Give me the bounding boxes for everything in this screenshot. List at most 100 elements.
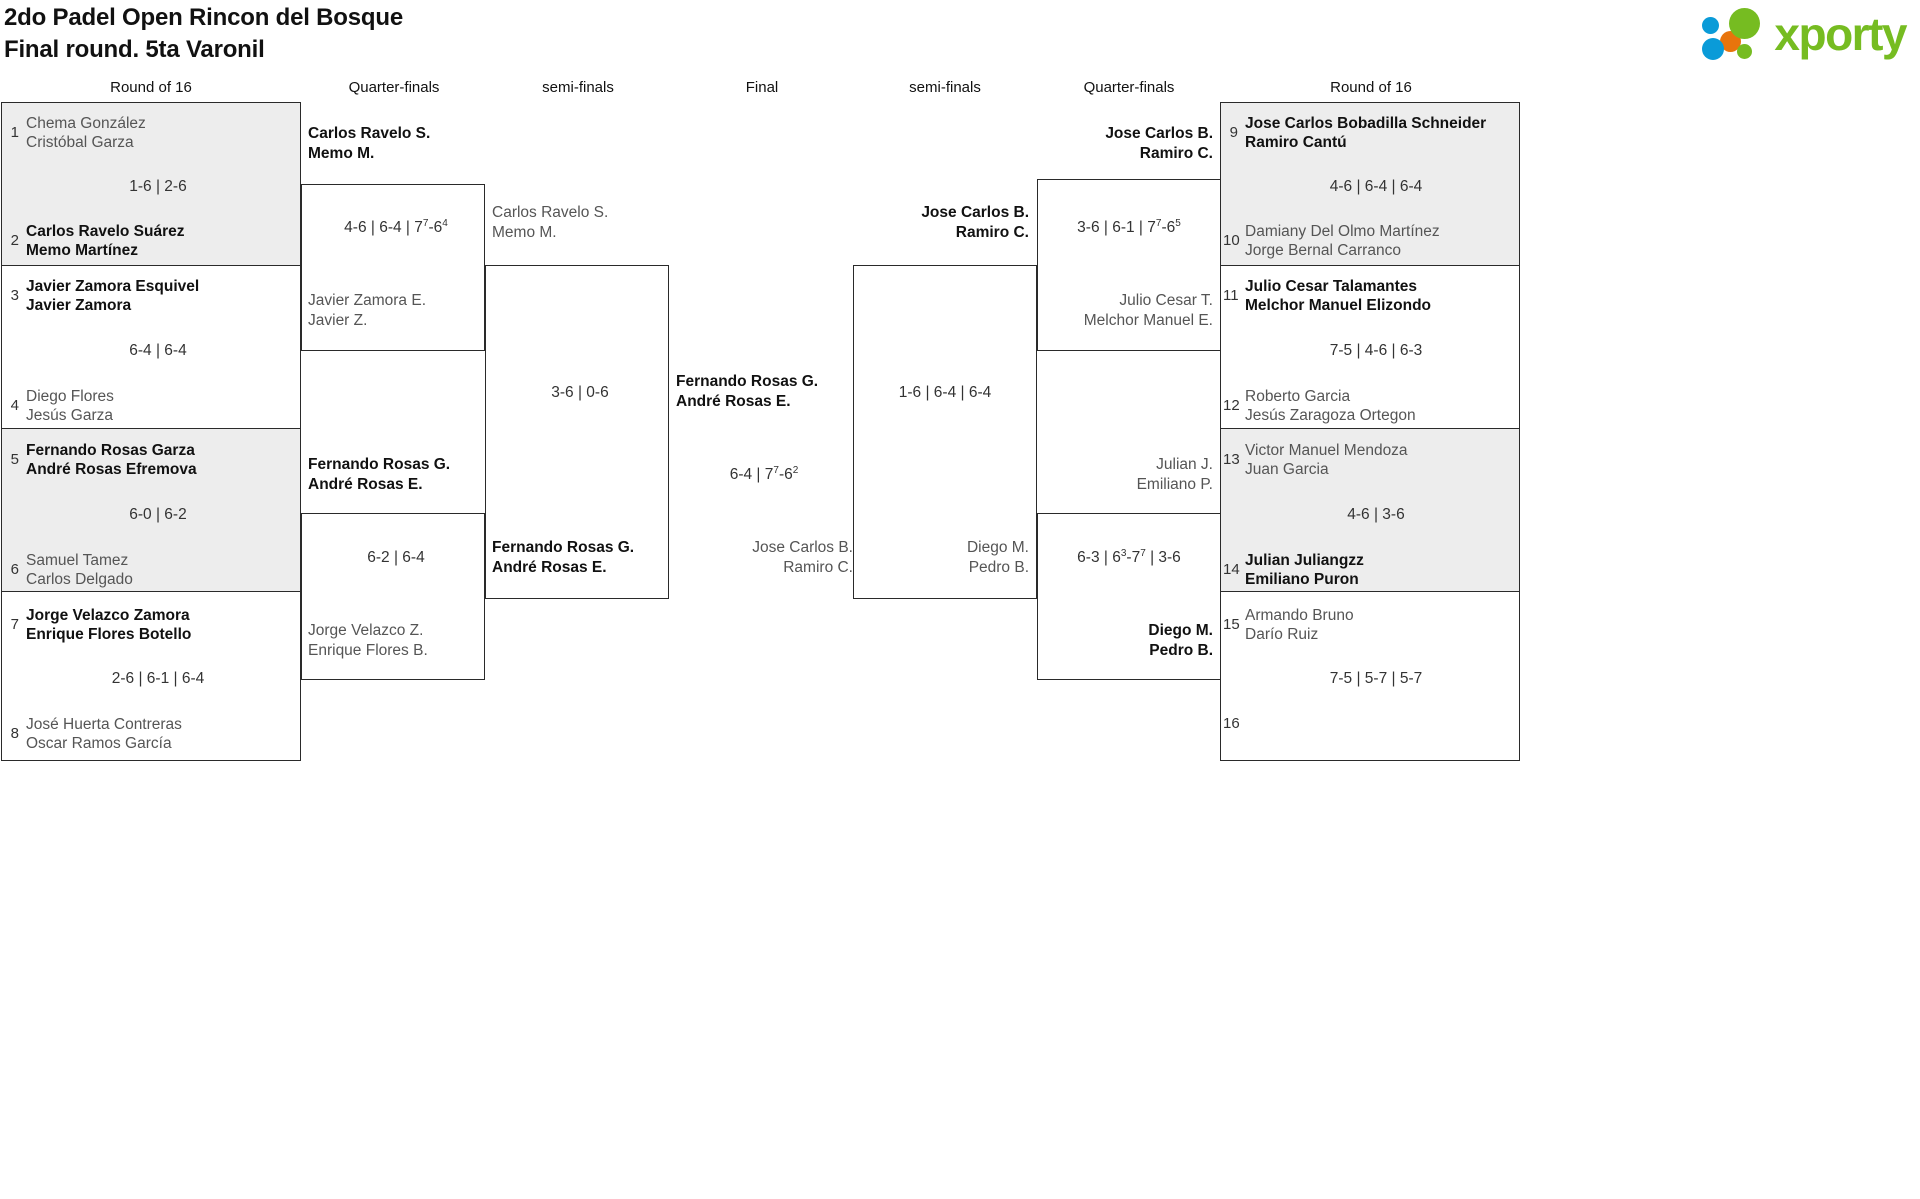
- player-name: Jorge Bernal Carranco: [1245, 242, 1401, 259]
- round-header-qf-left: Quarter-finals: [348, 79, 440, 96]
- player-name: Fernando Rosas Garza: [26, 442, 195, 459]
- seed-number: 11: [1223, 287, 1239, 304]
- qf-entry-right-2a[interactable]: Julian J. Emiliano P.: [1037, 455, 1213, 495]
- player-name: Jose Carlos B.: [752, 539, 853, 556]
- qf-entry-right-1b[interactable]: Julio Cesar T. Melchor Manuel E.: [1037, 291, 1213, 331]
- round-header-sf-right: semi-finals: [909, 79, 981, 96]
- player-name: Julio Cesar Talamantes: [1245, 278, 1418, 295]
- seed-number: 14: [1223, 561, 1240, 578]
- player-name: Melchor Manuel E.: [1083, 312, 1213, 329]
- sf-match-box-right[interactable]: [853, 265, 1037, 599]
- player-name: Enrique Flores Botello: [26, 626, 192, 643]
- sf-entry-left-b[interactable]: Fernando Rosas G. André Rosas E.: [492, 538, 634, 578]
- player-slot-16[interactable]: 16: [1223, 715, 1519, 733]
- player-name: Javier Zamora E.: [308, 292, 427, 309]
- player-name: André Rosas E.: [308, 476, 423, 493]
- sf-entry-left-a[interactable]: Carlos Ravelo S. Memo M.: [492, 203, 608, 243]
- qf-entry-left-2a[interactable]: Fernando Rosas G. André Rosas E.: [308, 455, 450, 495]
- player-name: Julian Juliangzz: [1245, 552, 1364, 569]
- match-score-final: 6-4 | 77-62: [669, 464, 859, 484]
- r16-match-box-2[interactable]: [1, 265, 301, 429]
- final-entry-runnerup[interactable]: Jose Carlos B. Ramiro C.: [669, 538, 853, 578]
- player-name: Memo M.: [308, 145, 375, 162]
- player-name: Memo Martínez: [26, 242, 138, 259]
- seed-number: 15: [1223, 616, 1240, 633]
- score-tiebreak: 4: [442, 217, 448, 229]
- qf-entry-right-2b[interactable]: Diego M. Pedro B.: [1037, 621, 1213, 661]
- seed-number: 6: [10, 561, 19, 578]
- player-name: Darío Ruiz: [1245, 626, 1319, 643]
- sf-entry-right-a[interactable]: Jose Carlos B. Ramiro C.: [853, 203, 1029, 243]
- qf-entry-right-1a[interactable]: Jose Carlos B. Ramiro C.: [1037, 124, 1213, 164]
- seed-number: 2: [10, 232, 19, 249]
- r16-match-box-5[interactable]: [1220, 102, 1520, 266]
- score-post: | 3-6: [1145, 549, 1181, 566]
- match-score-sf-right: 1-6 | 6-4 | 6-4: [898, 384, 992, 401]
- sf-match-box-left[interactable]: [485, 265, 669, 599]
- seed-number: 5: [10, 451, 19, 468]
- sf-entry-right-b[interactable]: Diego M. Pedro B.: [853, 538, 1029, 578]
- player-name: Samuel Tamez: [26, 552, 129, 569]
- final-entry-champion[interactable]: Fernando Rosas G. André Rosas E.: [676, 372, 818, 412]
- r16-match-box-4[interactable]: [1, 591, 301, 761]
- score-tiebreak: 2: [792, 464, 799, 476]
- player-name: Emiliano P.: [1136, 476, 1213, 493]
- qf-entry-left-2b[interactable]: Jorge Velazco Z. Enrique Flores B.: [308, 621, 428, 661]
- player-name: Ramiro Cantú: [1245, 134, 1347, 151]
- player-name: Pedro B.: [1149, 642, 1213, 659]
- player-name: Jose Carlos Bobadilla Schneider: [1245, 115, 1487, 132]
- r16-match-box-7[interactable]: [1220, 428, 1520, 592]
- xporty-logo: xporty: [1702, 8, 1907, 60]
- tournament-subtitle: Final round. 5ta Varonil: [4, 36, 265, 63]
- r16-match-box-6[interactable]: [1220, 265, 1520, 429]
- score-mid: -7: [1126, 549, 1141, 566]
- qf-match-box-left-1[interactable]: [301, 184, 485, 351]
- qf-entry-left-1b[interactable]: Javier Zamora E. Javier Z.: [308, 291, 426, 331]
- qf-entry-left-1a[interactable]: Carlos Ravelo S. Memo M.: [308, 124, 430, 164]
- r16-match-box-8[interactable]: [1220, 591, 1520, 761]
- player-name: Ramiro C.: [1139, 145, 1213, 162]
- player-name: Javier Zamora: [26, 297, 132, 314]
- player-name: Fernando Rosas G.: [676, 373, 819, 390]
- score-tiebreak: 7: [773, 464, 779, 476]
- match-score-qf-right-1: 3-6 | 6-1 | 77-65: [1040, 217, 1218, 237]
- player-name: Chema González: [26, 115, 146, 132]
- player-name: Julian J.: [1156, 456, 1213, 473]
- qf-match-box-right-2[interactable]: [1037, 513, 1221, 680]
- player-name: Jose Carlos B.: [921, 204, 1029, 221]
- round-header-qf-right: Quarter-finals: [1083, 79, 1175, 96]
- match-score-r16-5: 4-6 | 6-4 | 6-4: [1329, 178, 1423, 195]
- match-score-r16-6: 7-5 | 4-6 | 6-3: [1329, 342, 1423, 359]
- r16-match-box-1[interactable]: [1, 102, 301, 266]
- player-name: Fernando Rosas G.: [308, 456, 451, 473]
- player-name: Memo M.: [492, 224, 557, 241]
- player-name: Jorge Velazco Zamora: [26, 607, 190, 624]
- player-name: Melchor Manuel Elizondo: [1245, 297, 1432, 314]
- match-score-r16-1: 1-6 | 2-6: [129, 178, 187, 195]
- seed-number: 3: [10, 287, 19, 304]
- score-pre: 4-6 | 6-4 | 7: [344, 219, 423, 236]
- player-name: Carlos Ravelo S.: [308, 125, 431, 142]
- round-header-r16-left: Round of 16: [110, 79, 192, 96]
- score-mid: -6: [1161, 219, 1176, 236]
- score-tiebreak: 7: [1155, 217, 1162, 229]
- score-mid: -6: [428, 219, 443, 236]
- match-score-qf-left-1: 4-6 | 6-4 | 77-64: [308, 217, 484, 237]
- qf-match-box-left-2[interactable]: [301, 513, 485, 680]
- seed-number: 12: [1223, 397, 1240, 414]
